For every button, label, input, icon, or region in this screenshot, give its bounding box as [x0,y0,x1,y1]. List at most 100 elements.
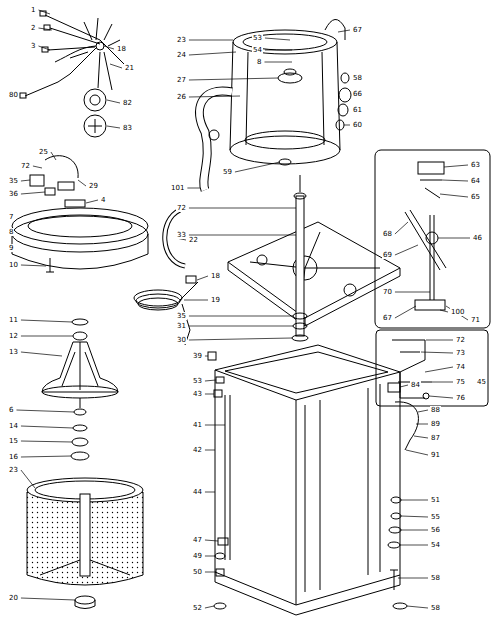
leader-line [33,166,42,168]
line-art [228,262,400,326]
leader-line [440,194,468,197]
callout-number: 1 [30,6,36,14]
leader-line [446,306,468,320]
callout-number: 16 [8,453,19,461]
line-art [376,330,488,406]
callout-number: 9 [8,244,14,252]
line-art [293,323,307,329]
line-art [214,390,222,397]
callout-number: 67 [382,314,393,322]
leader-line [406,450,428,455]
callout-number: 76 [455,394,466,402]
callout-number: 2 [30,24,36,32]
leader-line [110,64,122,68]
callout-number: 64 [470,177,481,185]
line-art [292,335,308,341]
callout-number: 56 [430,526,441,534]
leader-line [205,380,216,381]
callout-number: 12 [8,332,19,340]
callout-number: 83 [122,124,133,132]
callout-number: 75 [455,378,466,386]
leader-line [205,606,214,608]
callout-number: 74 [455,363,466,371]
callout-number: 27 [176,76,187,84]
callout-number: 60 [352,121,363,129]
leader-line [38,10,50,14]
callout-number: 51 [430,496,441,504]
power-cord [134,276,198,345]
callout-number: 18 [210,272,221,280]
leader-line [205,394,214,395]
line-art [230,42,340,150]
leader-line [442,180,468,181]
leader-line [400,385,408,387]
leader-line [189,316,293,317]
callout-number: 50 [192,568,203,576]
line-art [84,115,106,137]
callout-number: 89 [430,420,441,428]
tub-ring [12,208,148,272]
leader-line [414,436,428,438]
callout-number: 11 [8,316,19,324]
leader-line [184,300,208,301]
line-art [225,352,388,393]
line-art [208,352,216,360]
line-art [25,15,124,96]
drain-hose [165,91,232,266]
line-art [245,131,325,149]
line-art [225,395,230,560]
callout-number: 72 [455,336,466,344]
line-art [138,298,178,310]
callout-number: 41 [192,421,203,429]
line-art [42,342,118,392]
leader-line [338,30,350,32]
line-art [393,603,407,609]
line-art [305,384,380,592]
callout-number: 15 [8,437,19,445]
leader-line [444,165,468,167]
callout-number: 45 [476,378,487,386]
cabinet [208,345,418,615]
leader-line [189,96,240,97]
leader-line [21,441,72,442]
leader-line [21,265,46,266]
callout-number: 44 [192,488,203,496]
line-art [74,409,86,415]
callout-number: 58 [430,574,441,582]
line-art [88,119,102,133]
callout-number: 58 [430,604,441,612]
line-art [199,91,232,190]
line-art [375,150,490,328]
line-art [96,42,104,50]
line-art [80,494,90,576]
leader-line [86,200,98,203]
line-art [336,120,344,130]
line-art [72,438,88,446]
callout-number: 91 [430,451,441,459]
callout-number: 19 [210,296,221,304]
line-art [228,222,400,318]
pump-inset [375,150,490,406]
line-art [415,300,445,310]
leader-line [104,46,114,49]
callout-number: 59 [222,168,233,176]
leader-line [189,40,233,41]
callout-number: 6 [8,406,14,414]
line-art [40,560,130,575]
leader-line [107,100,120,103]
callout-number: 52 [192,604,203,612]
leader-line [416,424,428,425]
leader-line [440,310,448,312]
leader-line [78,180,86,186]
callout-number: 10 [8,261,19,269]
line-art [392,340,432,398]
leader-line [398,578,428,579]
callout-number: 82 [122,99,133,107]
leader-line [205,492,215,493]
line-art [391,497,401,503]
callout-number: 61 [352,106,363,114]
callout-number: 65 [470,193,481,201]
callout-number: 39 [192,352,203,360]
